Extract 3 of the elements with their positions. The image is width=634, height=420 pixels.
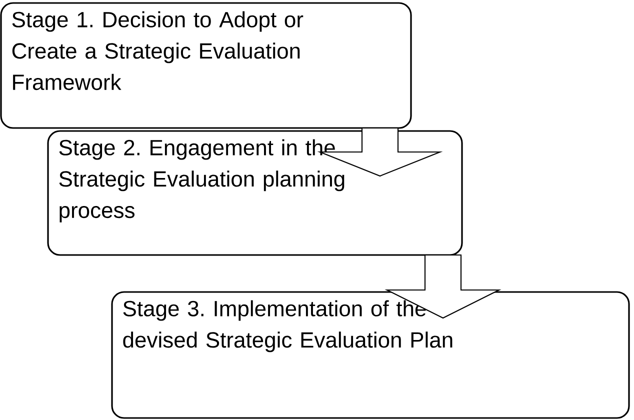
stage-box: Stage 1. Decision to Adopt or Create a Strategic Evaluation Framework: [0, 2, 412, 129]
block-arrow: [384, 254, 502, 319]
block-arrow: [317, 127, 443, 177]
